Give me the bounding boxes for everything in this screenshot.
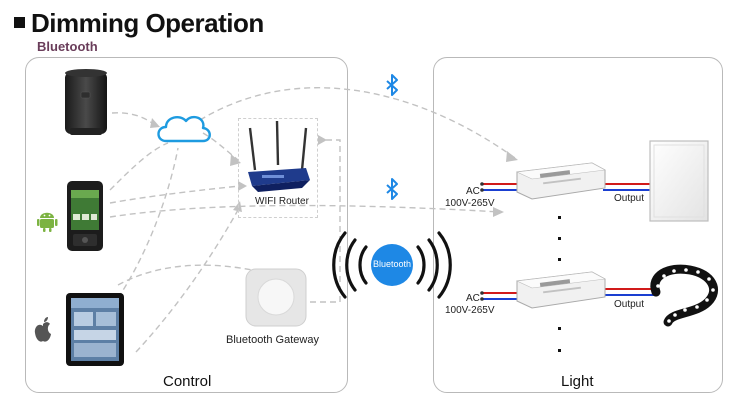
line-phone-driver1	[109, 204, 501, 218]
bluetooth-badge-label: Bluetooth	[372, 259, 412, 269]
line-phone-router	[109, 185, 241, 204]
page-title: Dimming Operation	[14, 8, 264, 39]
driver1-input-label: AC	[466, 186, 480, 197]
wifi-router-frame	[238, 118, 318, 218]
driver1-input-voltage: 100V-265V	[445, 198, 495, 209]
driver1-output-label: Output	[614, 193, 645, 204]
bluetooth-gateway-label: Bluetooth Gateway	[226, 334, 319, 346]
page-title-text: Dimming Operation	[31, 8, 264, 38]
wifi-router-label: WIFI Router	[255, 196, 309, 207]
line-gateway-router	[310, 139, 341, 303]
page-subtitle: Bluetooth	[37, 39, 98, 54]
line-cloud-router	[202, 132, 239, 161]
line-cloud-driver1	[199, 87, 516, 159]
driver2-output-label: Output	[614, 299, 645, 310]
line-tablet-cloud	[117, 147, 179, 299]
driver2-input-voltage: 100V-265V	[445, 305, 495, 316]
driver2-input-label: AC	[466, 293, 480, 304]
line-speaker-cloud	[111, 112, 153, 124]
control-panel-label: Control	[163, 373, 212, 390]
line-tablet-gateway	[117, 264, 253, 286]
light-panel	[433, 57, 723, 393]
line-tablet-router	[135, 209, 239, 353]
title-bullet	[14, 16, 25, 28]
light-panel-label: Light	[561, 373, 594, 390]
line-phone-cloud	[109, 142, 169, 191]
